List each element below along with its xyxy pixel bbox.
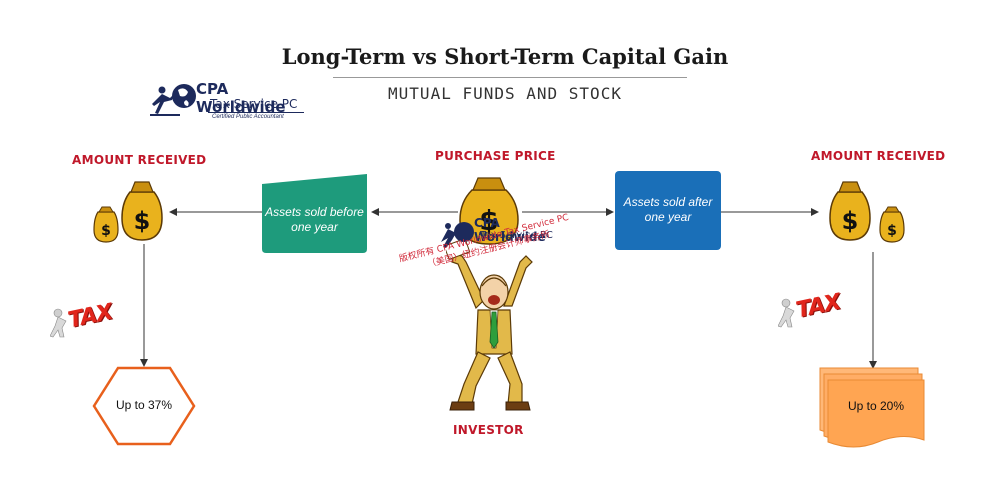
short-term-box-text: Assets sold before one year <box>265 205 364 234</box>
logo-line-2: Tax Service PC <box>210 97 298 111</box>
diamond-shape <box>92 366 196 446</box>
watermark-logo-line-2: Tax Service PC <box>480 230 553 241</box>
svg-text:$: $ <box>479 204 498 237</box>
long-term-rate-documents: Up to 20% <box>816 366 926 450</box>
short-term-rate-text: Up to 37% <box>115 398 173 412</box>
long-term-rate-text: Up to 20% <box>847 399 905 413</box>
diagram-subtitle: MUTUAL FUNDS AND STOCK <box>388 84 622 103</box>
tax-graphic-left: TAX <box>50 300 140 340</box>
logo-person-globe-icon <box>150 84 196 116</box>
short-term-rate-diamond: Up to 37% <box>92 366 196 446</box>
diagram-title: Long-Term vs Short-Term Capital Gain <box>281 44 729 69</box>
investor-cheering-icon <box>446 238 533 411</box>
label-investor: INVESTOR <box>453 423 524 437</box>
label-purchase-price: PURCHASE PRICE <box>435 149 556 163</box>
person-pushing-icon <box>50 308 67 338</box>
title-divider <box>333 77 687 78</box>
svg-text:$: $ <box>842 207 859 235</box>
label-amount-received-right: AMOUNT RECEIVED <box>811 149 946 163</box>
watermark-logo: CPA Worldwide Tax Service PC <box>438 214 558 260</box>
watermark-logo-line-1: CPA Worldwide <box>474 216 546 244</box>
long-term-box: Assets sold after one year <box>615 171 721 250</box>
svg-text:$: $ <box>887 223 897 239</box>
long-term-box-text: Assets sold after one year <box>623 195 713 224</box>
logo-line-1: CPA Worldwide <box>196 80 286 116</box>
company-logo: CPA Worldwide Tax Service PC Certified P… <box>148 80 318 126</box>
svg-text:$: $ <box>101 223 111 239</box>
label-amount-received-left: AMOUNT RECEIVED <box>72 153 207 167</box>
tax-graphic-right: TAX <box>778 290 868 330</box>
tax-label-right: TAX <box>793 289 843 324</box>
money-bags-left-icon: $ $ <box>93 181 163 243</box>
watermark-globe-icon <box>441 222 474 248</box>
logo-tagline: Certified Public Accountant <box>212 114 284 120</box>
money-bag-purchase-icon: $ <box>459 177 519 245</box>
short-term-box: Assets sold before one year <box>262 174 367 253</box>
logo-underline <box>208 112 304 113</box>
documents-shape <box>819 367 925 448</box>
short-term-box-shape <box>262 174 367 253</box>
person-pushing-icon <box>778 298 795 328</box>
tax-label-left: TAX <box>65 299 115 334</box>
svg-text:$: $ <box>134 207 151 235</box>
money-bags-right-icon: $ $ <box>829 181 905 243</box>
